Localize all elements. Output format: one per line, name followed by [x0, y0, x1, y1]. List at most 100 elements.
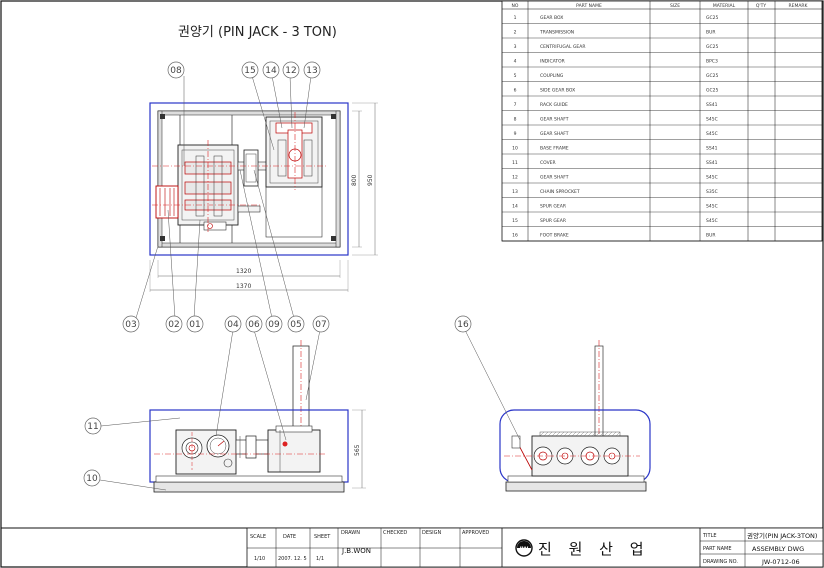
parts-list-material: SS41 — [706, 146, 718, 152]
dim-top-inner-width: 1320 — [236, 268, 251, 275]
parts-list-material: S45C — [706, 131, 718, 137]
parts-list-material: BUR — [706, 30, 716, 36]
svg-text:JW: JW — [519, 546, 529, 553]
svg-text:14: 14 — [265, 66, 277, 76]
balloon-14: 14 — [262, 61, 283, 129]
balloon-13: 13 — [303, 61, 321, 129]
svg-text:03: 03 — [125, 320, 136, 330]
svg-text:09: 09 — [268, 320, 280, 330]
dim-front-height: 565 — [354, 444, 361, 456]
parts-list-name: INDICATOR — [540, 59, 565, 65]
parts-list-name: SIDE GEAR BOX — [540, 88, 575, 94]
balloon-15: 15 — [241, 61, 275, 151]
parts-list-material: BPC3 — [706, 59, 718, 65]
parts-list-material: BUR — [706, 233, 716, 239]
parts-list-material: S35C — [706, 189, 718, 195]
balloon-12: 12 — [282, 61, 300, 129]
balloon-03: 03 — [122, 245, 159, 333]
parts-list-name: FOOT BRAKE — [540, 233, 569, 239]
parts-list-no: 15 — [512, 218, 518, 224]
parts-list-header-1: PART NAME — [576, 3, 602, 9]
parts-list-name: BASE FRAME — [540, 146, 569, 152]
parts-list-no: 12 — [512, 175, 518, 181]
parts-list-row: 13 CHAIN SPROCKET S35C — [512, 189, 718, 195]
drawn-value: J.B.WON — [341, 547, 371, 555]
parts-list-name: COVER — [540, 160, 556, 166]
date-value: 2007. 12. 5 — [278, 556, 307, 562]
parts-list-row: 15 SPUR GEAR S45C — [512, 218, 718, 224]
sheet-value: 1/1 — [316, 556, 324, 562]
balloon-16: 16 — [454, 315, 521, 441]
parts-list-no: 9 — [514, 131, 517, 137]
svg-text:01: 01 — [189, 320, 200, 330]
parts-list-no: 6 — [514, 88, 517, 94]
drawn-label: DRAWN — [341, 530, 360, 536]
svg-text:15: 15 — [244, 66, 255, 76]
parts-list-header-4: Q'TY — [756, 3, 767, 9]
parts-list-material: S45C — [706, 218, 718, 224]
parts-list-material: GC25 — [706, 15, 718, 21]
parts-list-no: 8 — [514, 117, 517, 123]
parts-list-no: 1 — [514, 15, 517, 21]
title-block: SCALE 1/10 DATE 2007. 12. 5 SHEET 1/1 DR… — [1, 527, 824, 568]
balloon-08: 08 — [167, 61, 185, 166]
parts-list-name: SPUR GEAR — [540, 218, 566, 224]
drawing-no-value: JW-0712-06 — [761, 558, 800, 566]
parts-list-row: 5 COUPLING GC25 — [514, 73, 719, 79]
balloon-01: 01 — [186, 219, 204, 333]
svg-text:16: 16 — [457, 320, 469, 330]
part-name-label: PART NAME — [703, 546, 732, 552]
company-name: 진 원 산 업 — [538, 540, 650, 558]
scale-label: SCALE — [250, 534, 266, 540]
parts-list-no: 16 — [512, 233, 518, 239]
balloon-09: 09 — [239, 169, 283, 333]
approved-label: APPROVED — [462, 530, 489, 536]
parts-list-name: GEAR SHAFT — [540, 117, 569, 123]
parts-list-name: COUPLING — [540, 73, 564, 79]
parts-list-material: S45C — [706, 175, 718, 181]
parts-list-name: TRANSMISSION — [539, 30, 574, 36]
balloon-02: 02 — [165, 209, 183, 333]
svg-text:02: 02 — [168, 320, 179, 330]
company-logo: JW — [515, 539, 533, 557]
parts-list-material: SS41 — [706, 102, 718, 108]
parts-list-material: SS41 — [706, 160, 718, 166]
parts-list-material: GC25 — [706, 73, 718, 79]
parts-list-name: CHAIN SPROCKET — [540, 189, 580, 195]
front-view: 565 04 06 07 11 10 — [83, 315, 366, 493]
svg-text:08: 08 — [170, 66, 182, 76]
svg-text:12: 12 — [285, 66, 296, 76]
parts-list-name: GEAR BOX — [540, 15, 563, 21]
side-view: 16 — [454, 315, 651, 492]
svg-text:07: 07 — [315, 320, 326, 330]
parts-list-header-3: MATERIAL — [713, 3, 736, 9]
parts-list-row: 1 GEAR BOX GC25 — [514, 15, 719, 21]
drawing-title: 권양기 (PIN JACK - 3 TON) — [178, 25, 337, 40]
svg-text:05: 05 — [290, 320, 301, 330]
svg-text:13: 13 — [306, 66, 317, 76]
svg-text:10: 10 — [86, 474, 98, 484]
checked-label: CHECKED — [383, 530, 407, 536]
title-label: TITLE — [702, 533, 717, 539]
parts-list-no: 7 — [514, 102, 517, 108]
balloon-06: 06 — [245, 315, 287, 441]
parts-list-no: 4 — [514, 59, 517, 65]
parts-list-no: 3 — [514, 44, 517, 50]
parts-list-no: 13 — [512, 189, 518, 195]
parts-list-no: 5 — [514, 73, 517, 79]
parts-list-header-2: SIZE — [670, 3, 680, 9]
parts-list-name: CENTRIFUGAL GEAR — [540, 44, 585, 50]
svg-text:04: 04 — [227, 320, 239, 330]
design-label: DESIGN — [422, 530, 442, 536]
balloon-04: 04 — [215, 315, 242, 437]
parts-list-header-0: NO — [512, 3, 519, 9]
svg-text:06: 06 — [248, 320, 260, 330]
